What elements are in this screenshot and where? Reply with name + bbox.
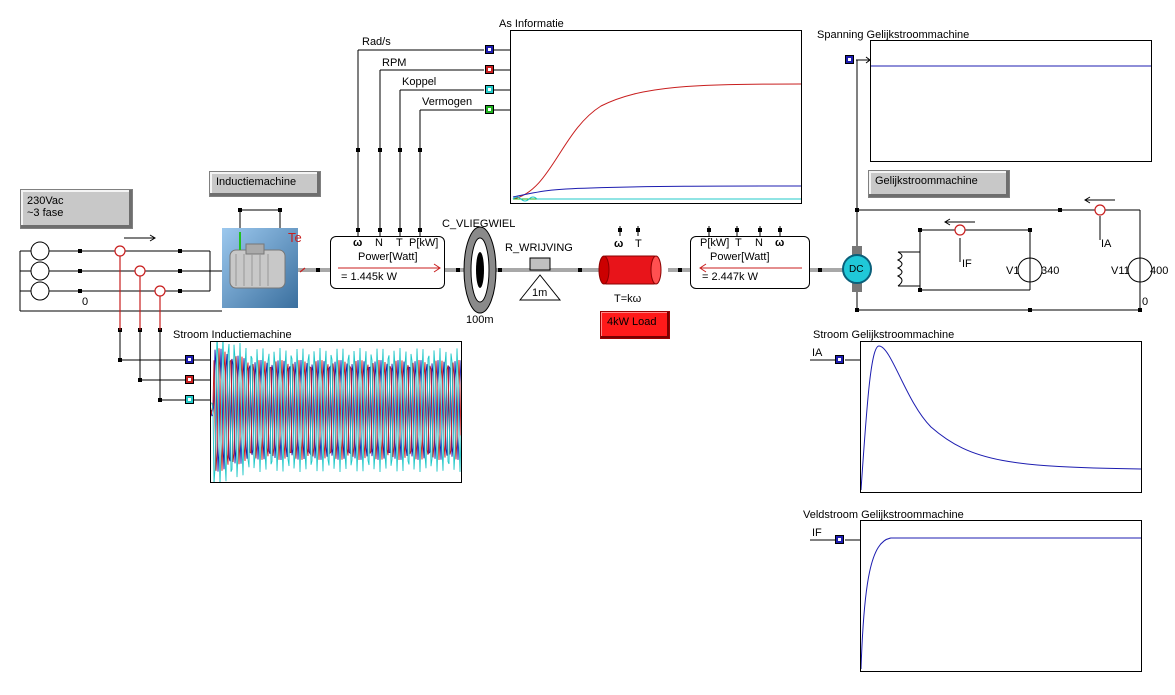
load-formula: T=kω — [614, 293, 642, 305]
meter-right-pin-omega: ω — [775, 237, 785, 249]
source-line2: ~3 fase — [27, 207, 64, 219]
signal-probe-vermogen[interactable] — [485, 105, 494, 114]
if-probe[interactable] — [835, 535, 844, 544]
spanning-plot[interactable] — [870, 40, 1152, 162]
ground2-label: 0 — [1142, 296, 1149, 308]
v1-label: V1 — [1006, 265, 1020, 277]
meter-right-pin-n: N — [755, 237, 763, 249]
load-pin-t: T — [635, 238, 642, 250]
source-label[interactable]: 230Vac ~3 fase — [20, 189, 133, 229]
source-line1: 230Vac — [27, 195, 64, 207]
v11-value: 400 — [1150, 265, 1169, 277]
signal-probe-rpm[interactable] — [485, 65, 494, 74]
stroom-ind-plot[interactable] — [210, 341, 462, 483]
gelijkstroommachine-button[interactable]: Gelijkstroommachine — [868, 170, 1010, 198]
veld-dc-plot[interactable] — [860, 520, 1142, 672]
meter-left-label: Power[Watt] — [358, 251, 418, 263]
stroom-dc-plot[interactable] — [860, 341, 1142, 493]
meter-right-value: = 2.447k W — [702, 271, 758, 283]
current-probe-3[interactable] — [185, 395, 194, 404]
meter-left-pin-n: N — [375, 237, 383, 249]
signal-probe-rads[interactable] — [485, 45, 494, 54]
te-label: Te — [288, 230, 302, 245]
power-meter-left[interactable] — [330, 236, 445, 289]
curve-koppel — [512, 196, 801, 202]
flywheel-value: 100m — [466, 314, 494, 326]
spanning-probe[interactable] — [845, 55, 854, 64]
power-meter-right[interactable] — [690, 236, 810, 289]
ia-label: IA — [1101, 238, 1112, 250]
load-pin-omega: ω — [614, 238, 624, 250]
stroom-dc-title: Stroom Gelijkstroommachine — [813, 329, 955, 341]
dc-label: DC — [849, 264, 864, 275]
meter-right-pin-p: P[kW] — [700, 237, 730, 249]
meter-right-arrow — [699, 263, 802, 273]
v11-label: V11 — [1111, 265, 1130, 277]
veld-dc-title: Veldstroom Gelijkstroommachine — [803, 509, 964, 521]
as-info-title: As Informatie — [499, 18, 564, 30]
stroom-ind-title: Stroom Inductiemachine — [173, 329, 292, 341]
curve-rads — [512, 185, 801, 198]
spanning-curves — [871, 65, 1151, 67]
if-label: IF — [962, 258, 972, 270]
ia-probe[interactable] — [835, 355, 844, 364]
stroom-dc-curves — [861, 345, 1141, 491]
current-phase-3 — [211, 342, 461, 482]
current-probe-1[interactable] — [185, 355, 194, 364]
meter-right-label: Power[Watt] — [710, 251, 770, 263]
meter-left-pin-t: T — [396, 237, 403, 249]
flywheel-label: C_VLIEGWIEL — [442, 218, 516, 230]
v1-value: 340 — [1041, 265, 1060, 277]
current-probe-2[interactable] — [185, 375, 194, 384]
ground-label: 0 — [82, 296, 89, 308]
signal-label-vermogen: Vermogen — [422, 96, 473, 108]
meter-left-pin-p: P[kW] — [409, 237, 439, 249]
friction-value: 1m — [532, 287, 548, 299]
inductiemachine-button[interactable]: Inductiemachine — [209, 171, 321, 197]
meter-left-arrow — [338, 263, 441, 273]
signal-label-rads: Rad/s — [362, 36, 391, 48]
friction-label: R_WRIJVING — [505, 242, 573, 254]
meter-right-pin-t: T — [735, 237, 742, 249]
signal-label-rpm: RPM — [382, 57, 407, 69]
as-info-plot[interactable] — [510, 30, 802, 204]
veld-dc-curves — [861, 537, 1141, 670]
spanning-title: Spanning Gelijkstroommachine — [817, 29, 970, 41]
load-button[interactable]: 4kW Load — [600, 311, 670, 339]
if-plot-signal: IF — [812, 527, 822, 539]
stroom-ind-curves — [211, 342, 461, 482]
meter-left-value: = 1.445k W — [341, 271, 397, 283]
as-info-curves — [512, 83, 801, 202]
signal-probe-koppel[interactable] — [485, 85, 494, 94]
curve-rpm — [512, 83, 801, 200]
ia-plot-signal: IA — [812, 347, 823, 359]
meter-left-pin-omega: ω — [353, 237, 363, 249]
signal-label-koppel: Koppel — [402, 76, 437, 88]
